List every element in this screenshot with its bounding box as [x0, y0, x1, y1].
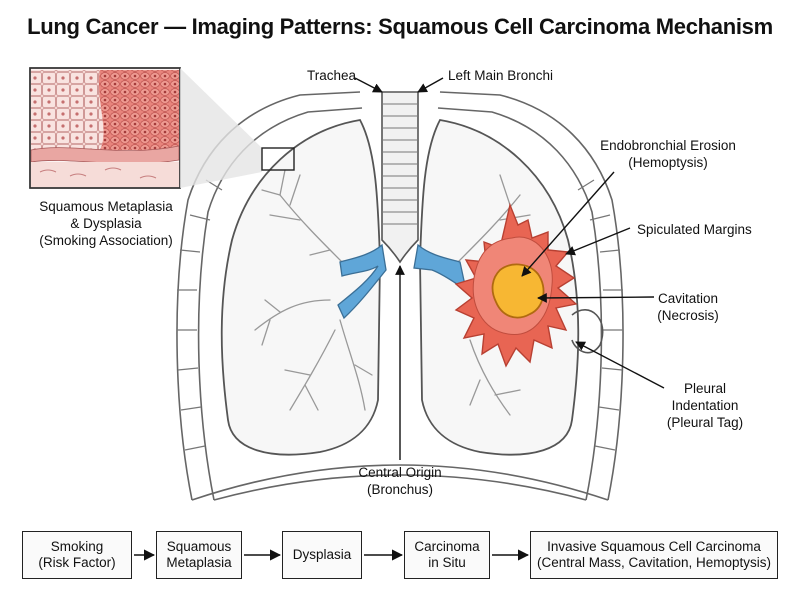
trachea [381, 91, 419, 264]
label-central-origin: Central Origin (Bronchus) [358, 465, 442, 497]
flow-step-smoking: Smoking(Risk Factor) [22, 531, 132, 579]
label-endobronchial-erosion: Endobronchial Erosion (Hemoptysis) [600, 138, 736, 170]
label-metaplasia: Squamous Metaplasia & Dysplasia (Smoking… [39, 199, 173, 248]
zoom-indicator [180, 68, 295, 188]
label-left-main-bronchi: Left Main Bronchi [448, 68, 554, 83]
histology-inset [29, 67, 181, 189]
label-pleural-indentation: Pleural Indentation (Pleural Tag) [666, 381, 744, 430]
tumor-mass [454, 202, 578, 368]
diagram-title: Lung Cancer — Imaging Patterns: Squamous… [27, 14, 773, 39]
rib-segments [177, 179, 623, 451]
flow-step-invasive-scc: Invasive Squamous Cell Carcinoma(Central… [530, 531, 778, 579]
label-cavitation: Cavitation (Necrosis) [657, 291, 719, 323]
chest-wall [176, 91, 624, 501]
leader-arrows [354, 77, 665, 460]
flow-step-dysplasia: Dysplasia [282, 531, 362, 579]
label-trachea: Trachea [307, 68, 357, 83]
right-lung [220, 119, 381, 456]
label-spiculated-margins: Spiculated Margins [637, 222, 752, 237]
